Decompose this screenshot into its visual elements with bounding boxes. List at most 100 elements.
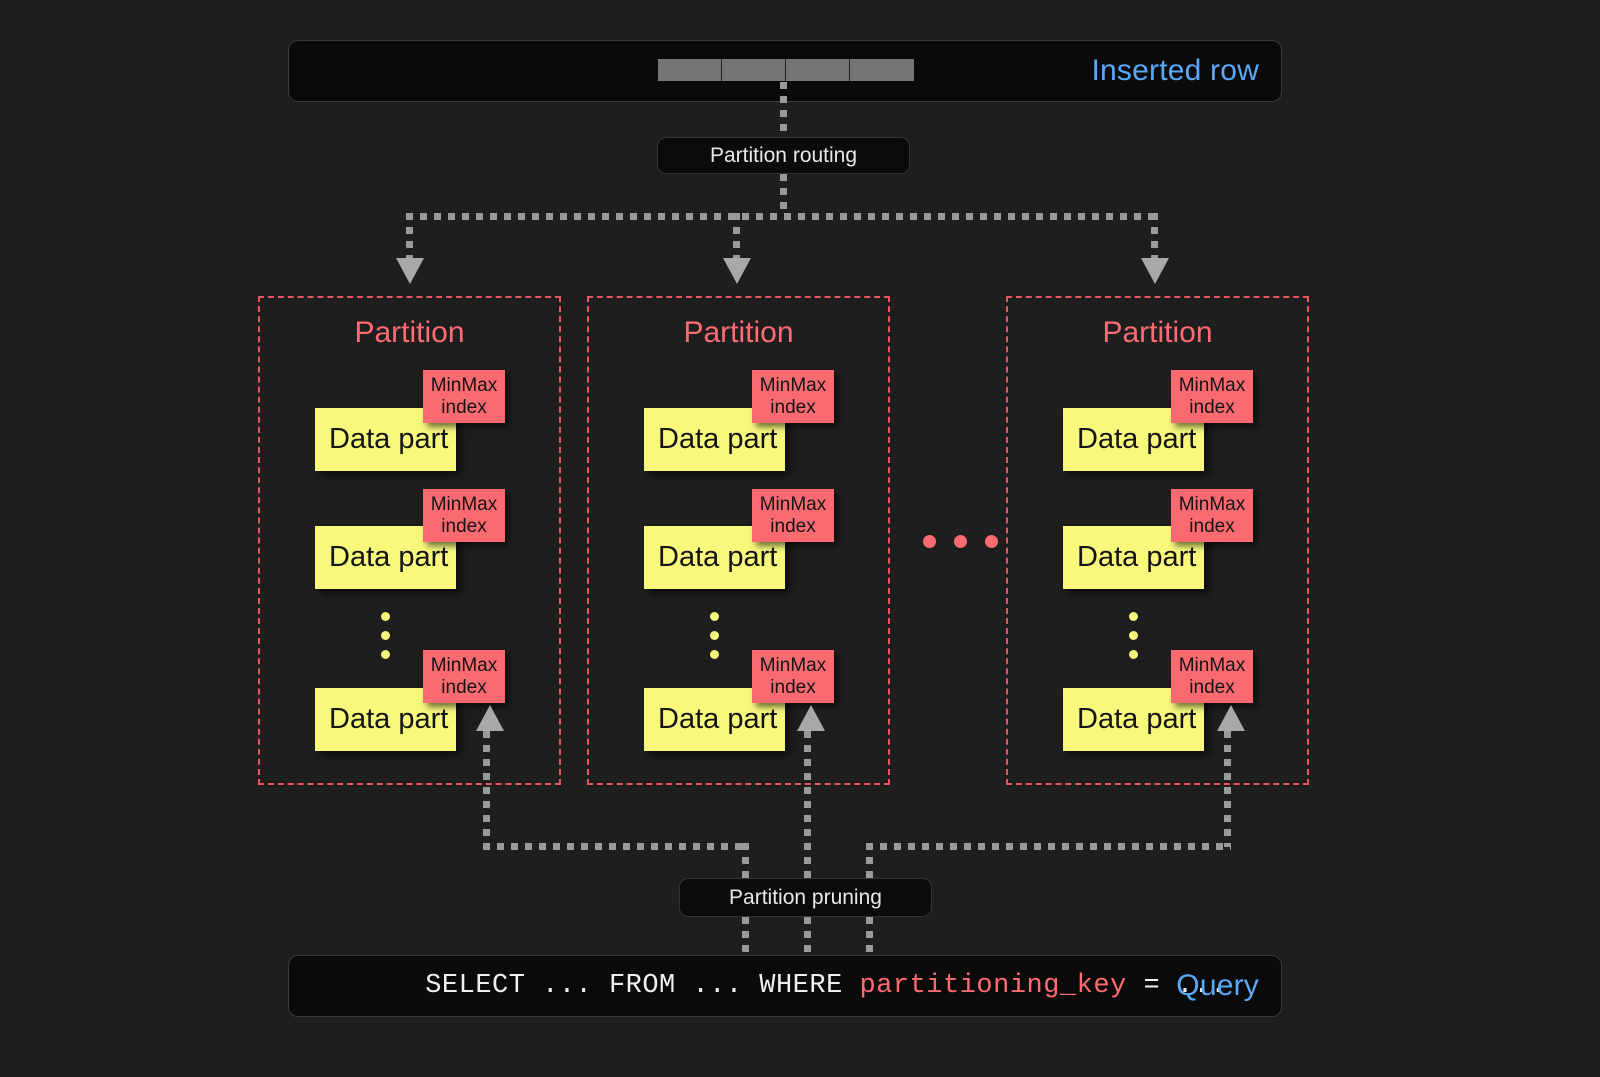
row-cell bbox=[658, 59, 722, 81]
data-part-p1-3: Data part bbox=[315, 688, 456, 751]
connector-pruning-to-query-right bbox=[866, 917, 873, 955]
minmax-line-2: index bbox=[770, 676, 816, 698]
minmax-line-2: index bbox=[441, 396, 487, 418]
data-part-p3-1: Data part bbox=[1063, 408, 1204, 471]
connector-pruning-to-query-center bbox=[804, 917, 811, 955]
minmax-index-p1-part1: MinMax index bbox=[423, 370, 505, 423]
arrowhead-into-partition-3 bbox=[1141, 258, 1169, 284]
partition-routing-box: Partition routing bbox=[657, 137, 910, 174]
partition-title: Partition bbox=[683, 316, 794, 349]
data-part-p1-2: Data part bbox=[315, 526, 456, 589]
minmax-line-1: MinMax bbox=[430, 493, 498, 515]
data-part-p2-1: Data part bbox=[644, 408, 785, 471]
data-part-label: Data part bbox=[658, 423, 778, 455]
ellipsis-dot bbox=[1129, 631, 1138, 640]
arrowhead-into-partition-2 bbox=[723, 258, 751, 284]
partition-title: Partition bbox=[1102, 316, 1213, 349]
minmax-line-1: MinMax bbox=[759, 654, 827, 676]
ellipsis-dot bbox=[381, 612, 390, 621]
arrowhead-into-partition-2-part3 bbox=[797, 705, 825, 731]
connector-routing-to-bus bbox=[780, 174, 787, 216]
arrowhead-into-partition-1-part3 bbox=[476, 705, 504, 731]
ellipsis-dot bbox=[1129, 650, 1138, 659]
query-sql-text: SELECT ... FROM ... WHERE partitioning_k… bbox=[325, 941, 1227, 1031]
data-part-label: Data part bbox=[658, 541, 778, 573]
ellipsis-dot bbox=[710, 631, 719, 640]
connector-pruning-to-query-left bbox=[742, 917, 749, 955]
ellipsis-dot bbox=[710, 612, 719, 621]
minmax-line-2: index bbox=[770, 396, 816, 418]
query-bar: SELECT ... FROM ... WHERE partitioning_k… bbox=[288, 955, 1282, 1017]
inserted-row-label: Inserted row bbox=[1091, 54, 1259, 87]
partition-title: Partition bbox=[354, 316, 465, 349]
minmax-line-1: MinMax bbox=[1178, 654, 1246, 676]
minmax-index-p1-part3: MinMax index bbox=[423, 650, 505, 703]
inserted-row-cells bbox=[658, 59, 914, 81]
minmax-line-1: MinMax bbox=[759, 493, 827, 515]
minmax-line-2: index bbox=[770, 515, 816, 537]
minmax-line-1: MinMax bbox=[430, 374, 498, 396]
data-part-label: Data part bbox=[1077, 541, 1197, 573]
data-part-label: Data part bbox=[1077, 703, 1197, 735]
connector-pruning-bus-left bbox=[483, 843, 749, 850]
connector-pruning-to-partition-3 bbox=[1224, 731, 1231, 847]
row-cell bbox=[850, 59, 914, 81]
data-part-label: Data part bbox=[658, 703, 778, 735]
data-part-p3-3: Data part bbox=[1063, 688, 1204, 751]
minmax-index-p2-part3: MinMax index bbox=[752, 650, 834, 703]
partition-box-2: Partition bbox=[587, 296, 890, 785]
data-part-label: Data part bbox=[329, 423, 449, 455]
minmax-line-2: index bbox=[441, 515, 487, 537]
connector-pruning-bus-left-drop bbox=[742, 843, 749, 891]
connector-pruning-to-partition-1 bbox=[483, 731, 490, 847]
connector-pruning-to-partition-2 bbox=[804, 731, 811, 891]
minmax-line-1: MinMax bbox=[759, 374, 827, 396]
partition-box-3: Partition bbox=[1006, 296, 1309, 785]
minmax-index-p2-part2: MinMax index bbox=[752, 489, 834, 542]
connector-bus-to-partition-2 bbox=[733, 213, 740, 261]
minmax-index-p2-part1: MinMax index bbox=[752, 370, 834, 423]
ellipsis-dot bbox=[381, 650, 390, 659]
minmax-index-p1-part2: MinMax index bbox=[423, 489, 505, 542]
minmax-line-2: index bbox=[441, 676, 487, 698]
row-cell bbox=[786, 59, 850, 81]
data-part-label: Data part bbox=[329, 541, 449, 573]
query-code-suffix: = ... bbox=[1126, 971, 1227, 1001]
partition-pruning-box: Partition pruning bbox=[679, 878, 932, 917]
data-part-label: Data part bbox=[1077, 423, 1197, 455]
row-cell bbox=[722, 59, 786, 81]
minmax-index-p3-part2: MinMax index bbox=[1171, 489, 1253, 542]
ellipsis-dot bbox=[985, 535, 998, 548]
ellipsis-dot bbox=[381, 631, 390, 640]
partition-box-1: Partition bbox=[258, 296, 561, 785]
connector-bus-to-partition-3 bbox=[1151, 213, 1158, 261]
arrowhead-into-partition-1 bbox=[396, 258, 424, 284]
data-part-ellipsis-p1 bbox=[381, 612, 390, 659]
connector-pruning-bus-right bbox=[866, 843, 1231, 850]
ellipsis-dot bbox=[954, 535, 967, 548]
minmax-index-p3-part3: MinMax index bbox=[1171, 650, 1253, 703]
partition-routing-label: Partition routing bbox=[709, 143, 858, 167]
minmax-line-2: index bbox=[1189, 676, 1235, 698]
query-code-prefix: SELECT ... FROM ... WHERE bbox=[425, 971, 860, 1001]
minmax-line-1: MinMax bbox=[430, 654, 498, 676]
data-part-ellipsis-p3 bbox=[1129, 612, 1138, 659]
routing-bus-line bbox=[406, 213, 1158, 220]
minmax-line-2: index bbox=[1189, 396, 1235, 418]
minmax-line-2: index bbox=[1189, 515, 1235, 537]
ellipsis-dot bbox=[1129, 612, 1138, 621]
minmax-line-1: MinMax bbox=[1178, 374, 1246, 396]
data-part-ellipsis-p2 bbox=[710, 612, 719, 659]
connector-pruning-bus-right-drop bbox=[866, 843, 873, 891]
arrowhead-into-partition-3-part3 bbox=[1217, 705, 1245, 731]
connector-row-to-routing bbox=[780, 82, 787, 138]
minmax-line-1: MinMax bbox=[1178, 493, 1246, 515]
ellipsis-dot bbox=[923, 535, 936, 548]
partition-pruning-label: Partition pruning bbox=[729, 885, 882, 909]
partition-ellipsis bbox=[923, 535, 998, 548]
query-code-key: partitioning_key bbox=[859, 971, 1127, 1001]
connector-bus-to-partition-1 bbox=[406, 213, 413, 261]
data-part-label: Data part bbox=[329, 703, 449, 735]
query-label: Query bbox=[1176, 969, 1259, 1002]
